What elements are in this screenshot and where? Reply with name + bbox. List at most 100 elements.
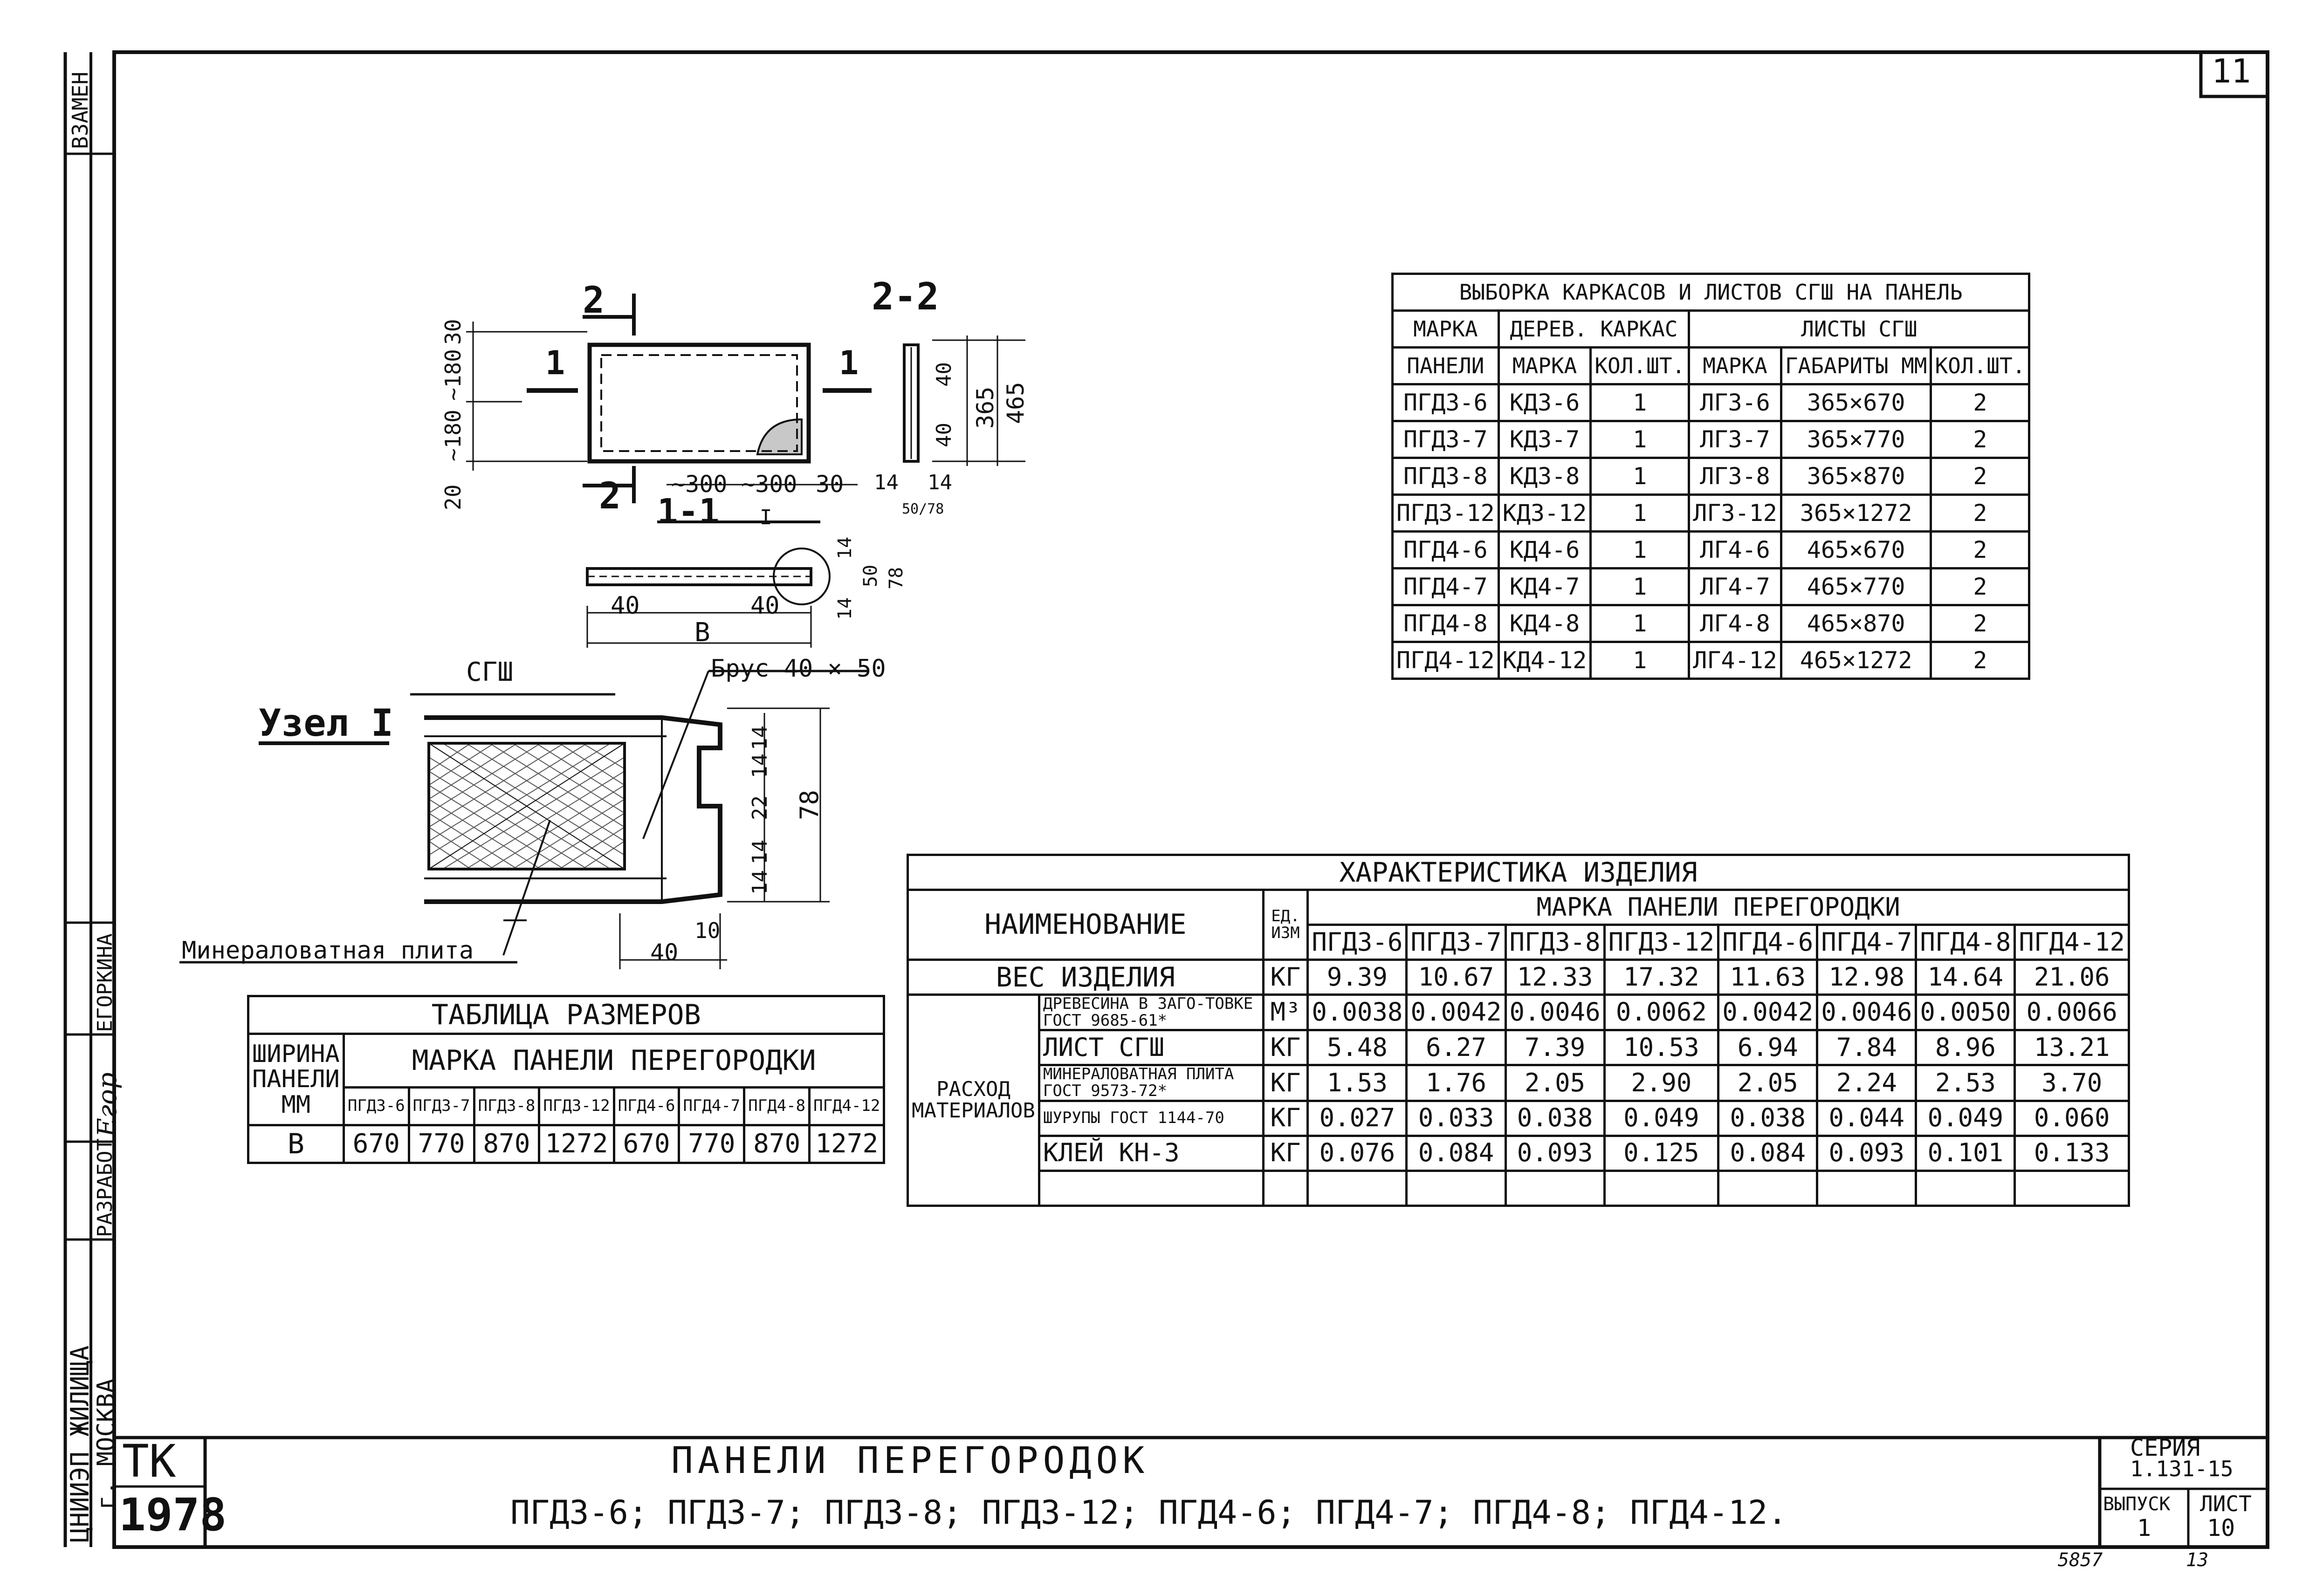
char-material-value: 5.48 <box>1306 1029 1408 1067</box>
char-mark-header: ПГД3-6 <box>1306 924 1408 961</box>
table-cell: 2 <box>1930 567 2031 606</box>
strip-org-line2: г. МОСКВА <box>92 1378 120 1510</box>
uzel-dim-40: 40 <box>650 939 679 966</box>
size-mark-header: ПГД3-8 <box>473 1086 541 1126</box>
table-cell: 2 <box>1930 420 2031 459</box>
char-weight-label: ВЕС ИЗДЕЛИЯ <box>907 959 1265 996</box>
dim-50-78: 50/78 <box>902 501 944 517</box>
table-cell: 2 <box>1930 530 2031 569</box>
section-1-right-mark: 1 <box>839 344 859 382</box>
table-cell: КД3-8 <box>1497 457 1592 496</box>
dim-30: 30 <box>440 319 466 345</box>
sel-h-marka: МАРКА <box>1391 309 1500 349</box>
dim-365: 365 <box>972 386 999 429</box>
label-sgsh: СГШ <box>466 657 514 687</box>
table-cell: КД4-8 <box>1497 604 1592 643</box>
strip-egorkina: ЕГОРКИНА <box>93 933 117 1032</box>
table-cell: КД4-6 <box>1497 530 1592 569</box>
dim-14b: 14 <box>928 471 952 494</box>
table-cell: 365×870 <box>1780 457 1932 496</box>
section-1-1-label: 1-1 <box>657 492 720 532</box>
sel-h-gabarity: ГАБАРИТЫ ММ <box>1780 346 1932 385</box>
empty-cell <box>1717 1169 1819 1207</box>
table-cell: ЛГ4-12 <box>1688 641 1782 680</box>
char-material-value: 7.39 <box>1504 1029 1606 1067</box>
char-mark-header: ПГД3-7 <box>1405 924 1507 961</box>
size-mark-header: ПГД4-12 <box>808 1086 886 1126</box>
size-value: 1272 <box>808 1124 886 1164</box>
label-uzel: Узел I <box>259 701 393 745</box>
table-cell: ПГД4-12 <box>1391 641 1500 680</box>
char-material-value: 2.05 <box>1504 1064 1606 1102</box>
char-material-value: 0.101 <box>1915 1134 2016 1172</box>
tb-list-label: ЛИСТ <box>2200 1491 2252 1516</box>
empty-cell <box>2014 1169 2130 1207</box>
table-cell: 2 <box>1930 493 2031 533</box>
char-material-value: 0.093 <box>1504 1134 1606 1172</box>
footer-right: 13 <box>2186 1549 2209 1571</box>
tb-title-line1: ПАНЕЛИ ПЕРЕГОРОДОК <box>671 1440 1149 1482</box>
size-value: 670 <box>342 1124 410 1164</box>
strip-razrabot: РАЗРАБОТ <box>93 1138 117 1237</box>
tb-year: 1978 <box>119 1489 227 1541</box>
char-material-value: 0.0066 <box>2014 993 2130 1032</box>
empty-cell <box>1306 1169 1408 1207</box>
empty-cell <box>1915 1169 2016 1207</box>
table-cell: ПГД3-8 <box>1391 457 1500 496</box>
uzel-dim-14c: 14 <box>748 840 772 864</box>
char-material-value: 0.0038 <box>1306 993 1408 1032</box>
char-mark-header: ПГД4-12 <box>2014 924 2130 961</box>
table-cell: ЛГ3-7 <box>1688 420 1782 459</box>
table-cell: ПГД3-12 <box>1391 493 1500 533</box>
dim-78: 78 <box>886 567 907 589</box>
dim-30b: 30 <box>816 471 844 498</box>
table-cell: ПГД4-6 <box>1391 530 1500 569</box>
char-material-value: 13.21 <box>2014 1029 2130 1067</box>
uzel-dim-22: 22 <box>748 795 772 820</box>
char-material-value: 0.133 <box>2014 1134 2130 1172</box>
size-mark-header: ПГД4-6 <box>612 1086 680 1126</box>
size-h-width: ШИРИНА ПАНЕЛИ ММ <box>247 1033 345 1126</box>
char-weight-value: 21.06 <box>2014 959 2130 996</box>
char-weight-unit: КГ <box>1262 959 1309 996</box>
char-material-unit: КГ <box>1262 1134 1309 1172</box>
char-material-value: 0.093 <box>1816 1134 1918 1172</box>
table-cell: ЛГ4-8 <box>1688 604 1782 643</box>
char-weight-value: 11.63 <box>1717 959 1819 996</box>
char-material-name: ДРЕВЕСИНА В ЗАГО-ТОВКЕ ГОСТ 9685-61* <box>1038 993 1265 1032</box>
empty-cell <box>1038 1169 1265 1207</box>
size-mark-header: ПГД3-12 <box>538 1086 615 1126</box>
table-row-empty <box>908 1169 2130 1207</box>
char-material-value: 0.049 <box>1915 1099 2016 1137</box>
table-cell: 465×770 <box>1780 567 1932 606</box>
label-brus: Брус 40 × 50 <box>711 655 886 683</box>
dim-50: 50 <box>860 564 881 587</box>
table-cell: 1 <box>1589 493 1691 533</box>
char-material-value: 1.53 <box>1306 1064 1408 1102</box>
char-material-name: МИНЕРАЛОВАТНАЯ ПЛИТА ГОСТ 9573-72* <box>1038 1064 1265 1102</box>
char-material-unit: М³ <box>1262 993 1309 1032</box>
footer-left: 5857 <box>2058 1549 2103 1571</box>
char-weight-value: 17.32 <box>1603 959 1720 996</box>
char-weight-value: 14.64 <box>1915 959 2016 996</box>
char-material-value: 2.90 <box>1603 1064 1720 1102</box>
char-material-value: 0.0050 <box>1915 993 2016 1032</box>
dim-180a: ~180 <box>440 349 466 401</box>
char-material-value: 2.53 <box>1915 1064 2016 1102</box>
char-material-value: 6.27 <box>1405 1029 1507 1067</box>
dim-B: В <box>694 617 710 648</box>
dim-14c: 14 <box>834 536 856 559</box>
sheet-number: 11 <box>2212 52 2251 90</box>
char-material-value: 0.084 <box>1405 1134 1507 1172</box>
empty-cell <box>1262 1169 1309 1207</box>
char-material-value: 0.060 <box>2014 1099 2130 1137</box>
empty-cell <box>1405 1169 1507 1207</box>
char-material-value: 0.0042 <box>1717 993 1819 1032</box>
size-mark-header: ПГД4-7 <box>678 1086 746 1126</box>
table-cell: 2 <box>1930 383 2031 422</box>
